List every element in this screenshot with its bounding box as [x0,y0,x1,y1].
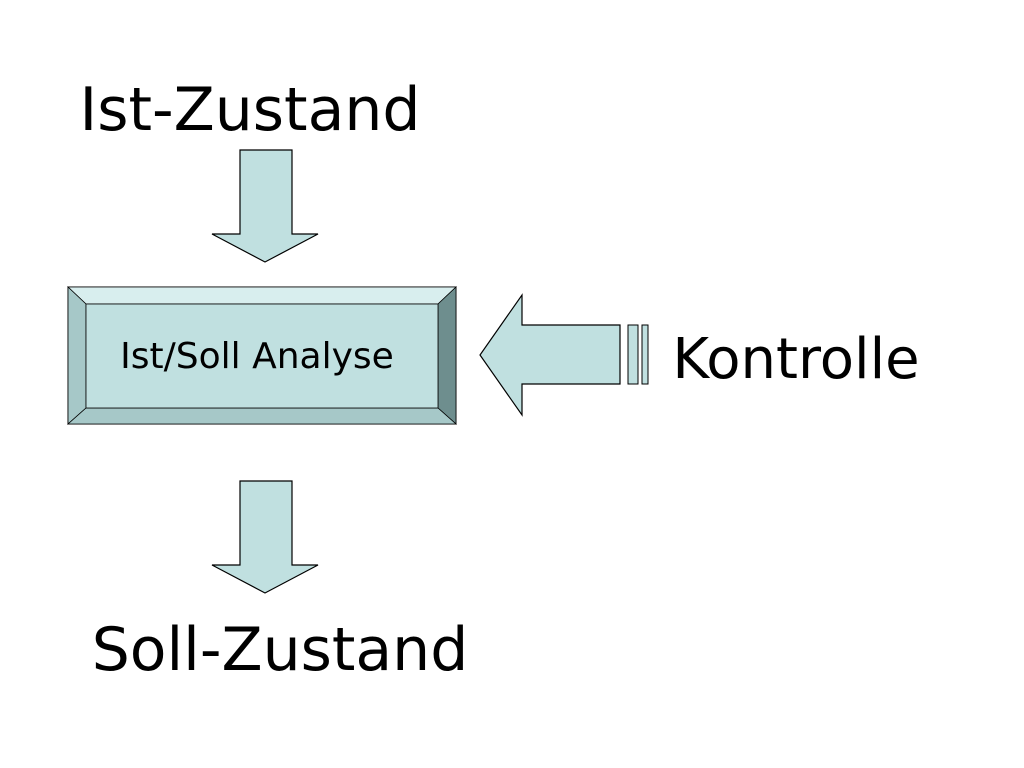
ist-zustand-label: Ist-Zustand [80,75,421,145]
kontrolle-label: Kontrolle [672,327,919,392]
box-face [85,303,439,409]
box-bevel-top [66,286,458,305]
analysis-box: Ist/Soll Analyse [66,286,458,425]
box-bevel-left [67,286,87,425]
down-arrow-bottom-icon [211,480,319,594]
box-bevel-right [437,286,457,425]
left-arrow-stripe-1 [627,324,639,385]
soll-zustand-label: Soll-Zustand [92,615,469,685]
left-arrow-stripe-2 [641,324,649,385]
left-arrow-body [479,293,621,417]
left-arrow-kontrolle-icon [479,293,649,417]
down-arrow-top-icon [211,149,319,263]
analysis-box-label: Ist/Soll Analyse [120,336,394,377]
box-bevel-bottom [66,407,458,425]
